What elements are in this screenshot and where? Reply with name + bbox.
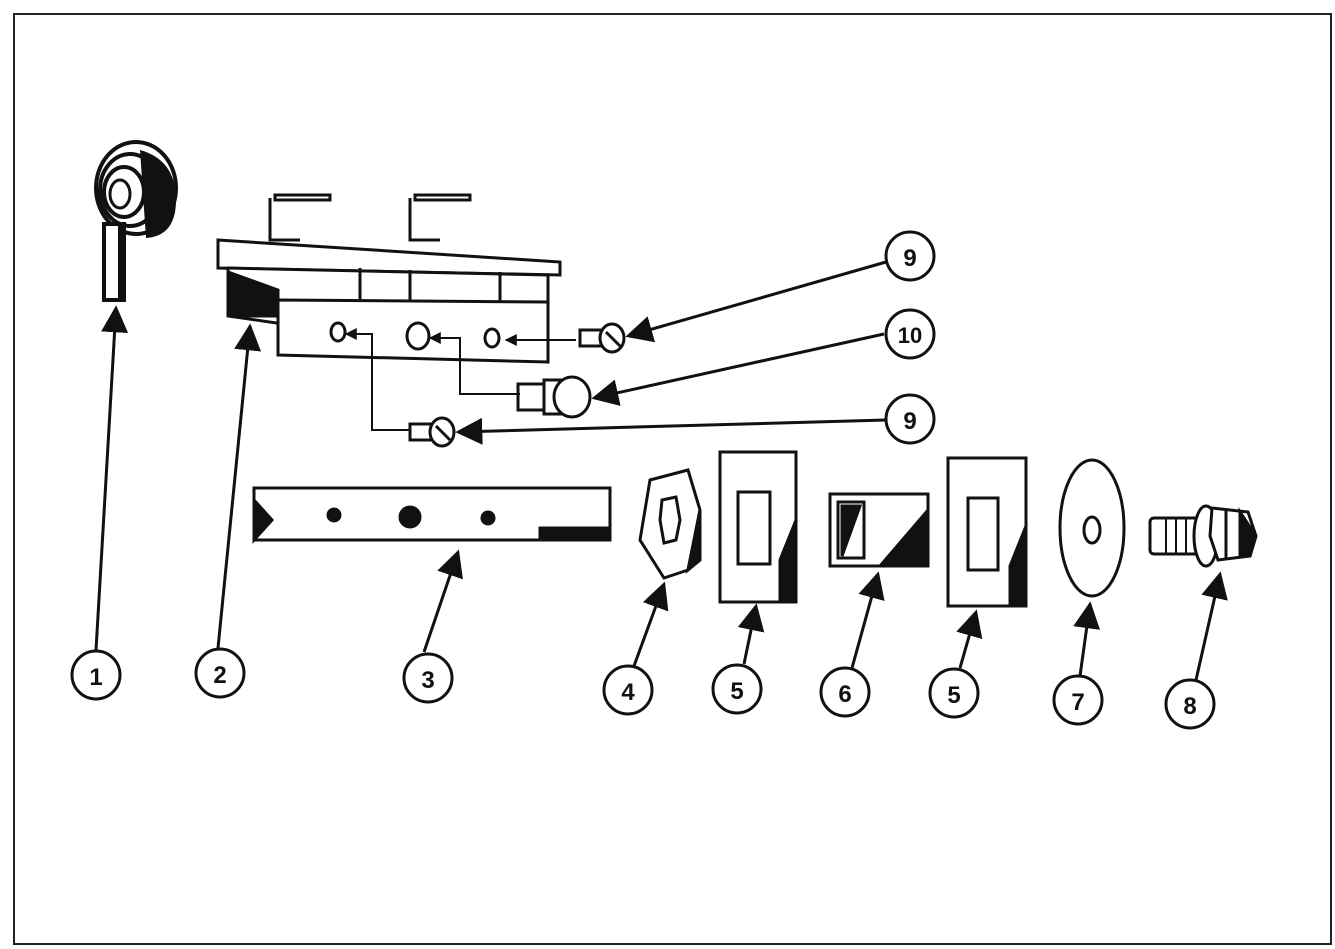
callout-label-7: 7 (1071, 689, 1084, 716)
callout-label-5b: 5 (947, 682, 960, 709)
leader-5a (737, 603, 765, 665)
leader-2 (216, 323, 262, 649)
callout-3: 3 (402, 652, 454, 704)
leader-10 (591, 332, 885, 406)
leader-1 (94, 305, 129, 651)
callout-label-5a: 5 (730, 678, 743, 705)
part-stud (516, 375, 592, 419)
callout-9b: 9 (884, 393, 936, 445)
callout-label-6: 6 (838, 681, 851, 708)
callout-label-9b: 9 (903, 408, 916, 435)
leader-4 (632, 581, 669, 667)
callout-4: 4 (602, 664, 654, 716)
callout-1: 1 (70, 649, 122, 701)
part-plate-right (946, 456, 1028, 608)
part-flat-washer (1058, 458, 1126, 598)
leader-7 (1073, 601, 1101, 677)
leader-6 (850, 571, 885, 669)
callout-6: 6 (819, 666, 871, 718)
callout-10: 10 (884, 308, 936, 360)
callout-label-2: 2 (213, 662, 226, 689)
callout-label-1: 1 (89, 664, 102, 691)
part-shaft (252, 486, 612, 544)
callout-label-8: 8 (1183, 693, 1196, 720)
callout-8: 8 (1164, 678, 1216, 730)
callout-label-9a: 9 (903, 245, 916, 272)
leader-9a (625, 260, 887, 343)
leader-9b (455, 417, 887, 445)
callout-5a: 5 (711, 663, 763, 715)
frame-border (13, 13, 1332, 945)
part-screw-upper (578, 322, 626, 354)
assembly-guides (344, 328, 576, 431)
part-screw-lower (408, 416, 456, 448)
leader-5b (956, 609, 983, 669)
leader-8 (1194, 571, 1228, 681)
callout-label-10: 10 (898, 323, 922, 348)
part-bracket (216, 193, 562, 364)
callout-2: 2 (194, 647, 246, 699)
callout-label-3: 3 (421, 667, 434, 694)
part-plate-left (718, 450, 798, 604)
callout-9a: 9 (884, 230, 936, 282)
leader-arrows (94, 260, 1228, 681)
part-bolt (1148, 504, 1258, 568)
part-spring (94, 140, 178, 302)
callout-label-4: 4 (621, 679, 635, 706)
part-lock-washer (638, 468, 702, 580)
callout-5b: 5 (928, 667, 980, 719)
callout-7: 7 (1052, 674, 1104, 726)
leader-3 (422, 549, 463, 653)
part-block (828, 492, 930, 568)
